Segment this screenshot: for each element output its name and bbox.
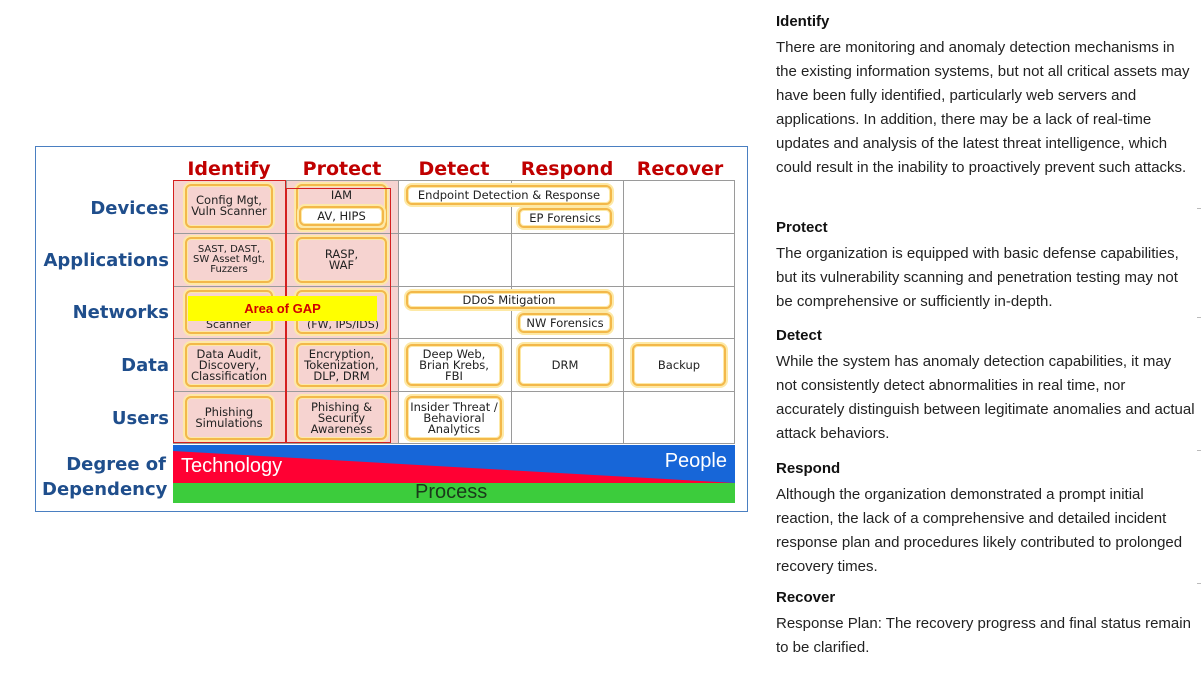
dependency-label-line2: Dependency [42,479,168,500]
edge-tick [1197,450,1201,451]
row-header-devices: Devices [90,198,169,219]
edge-tick [1197,208,1201,209]
network-scanner-cut-text: Scanner [206,321,252,329]
cell-ddos-mitigation: DDoS Mitigation [406,291,612,309]
dependency-bar: Technology People Process [173,445,735,503]
row-header-users: Users [111,408,169,429]
cell-sast-dast: SAST, DAST, SW Asset Mgt, Fuzzers [185,237,273,283]
row-header-applications: Applications [43,250,169,271]
cell-backup: Backup [632,344,726,386]
cell-av-hips: AV, HIPS [299,206,384,226]
col-header-protect: Protect [302,158,382,180]
cell-config-mgt: Config Mgt, Vuln Scanner [185,184,273,228]
note-body-respond: Although the organization demonstrated a… [776,486,1183,575]
cell-phishing-awareness: Phishing & Security Awareness [296,396,387,440]
note-title-recover: Recover [776,589,836,606]
note-body-recover: Response Plan: The recovery progress and… [776,615,1191,656]
note-body-identify: There are monitoring and anomaly detecti… [776,39,1190,176]
cell-phishing-simulations: Phishing Simulations [185,396,273,440]
area-of-gap-label: Area of GAP [188,296,377,321]
note-title-identify: Identify [776,13,830,30]
process-label: Process [415,481,488,503]
col-header-identify: Identify [187,158,271,180]
people-label: People [664,450,727,472]
cell-endpoint-detection-response: Endpoint Detection & Response [406,185,612,205]
row-header-networks: Networks [72,302,169,323]
cell-ep-forensics: EP Forensics [518,208,612,228]
network-firewall-cut-text: (FW, IPS/IDS) [307,321,380,329]
note-title-protect: Protect [776,219,828,236]
cell-data-audit: Data Audit, Discovery, Classification [185,343,273,387]
col-header-recover: Recover [636,158,724,180]
technology-label: Technology [181,455,283,477]
row-header-data: Data [121,355,169,376]
cell-deep-web: Deep Web, Brian Krebs, FBI [406,344,502,386]
note-title-detect: Detect [776,327,822,344]
dependency-label-line1: Degree of [66,454,166,475]
technology-wedge [173,451,735,483]
dependency-graphic [173,445,735,503]
note-title-respond: Respond [776,460,841,477]
note-body-protect: The organization is equipped with basic … [776,245,1179,310]
matrix-grid: Config Mgt, Vuln Scanner SAST, DAST, SW … [173,180,735,444]
cell-iam: IAM [296,184,387,230]
cell-encryption: Encryption, Tokenization, DLP, DRM [296,343,387,387]
edge-tick [1197,583,1201,584]
col-header-respond: Respond [520,158,614,180]
cell-nw-forensics: NW Forensics [518,313,612,333]
cell-rasp-waf: RASP, WAF [296,237,387,283]
process-band [173,483,735,503]
col-header-detect: Detect [418,158,490,180]
cell-drm: DRM [518,344,612,386]
note-body-detect: While the system has anomaly detection c… [776,353,1195,442]
cell-insider-threat: Insider Threat / Behavioral Analytics [406,396,502,440]
nist-csf-matrix-figure: Identify Protect Detect Respond Recover … [35,146,748,512]
edge-tick [1197,317,1201,318]
